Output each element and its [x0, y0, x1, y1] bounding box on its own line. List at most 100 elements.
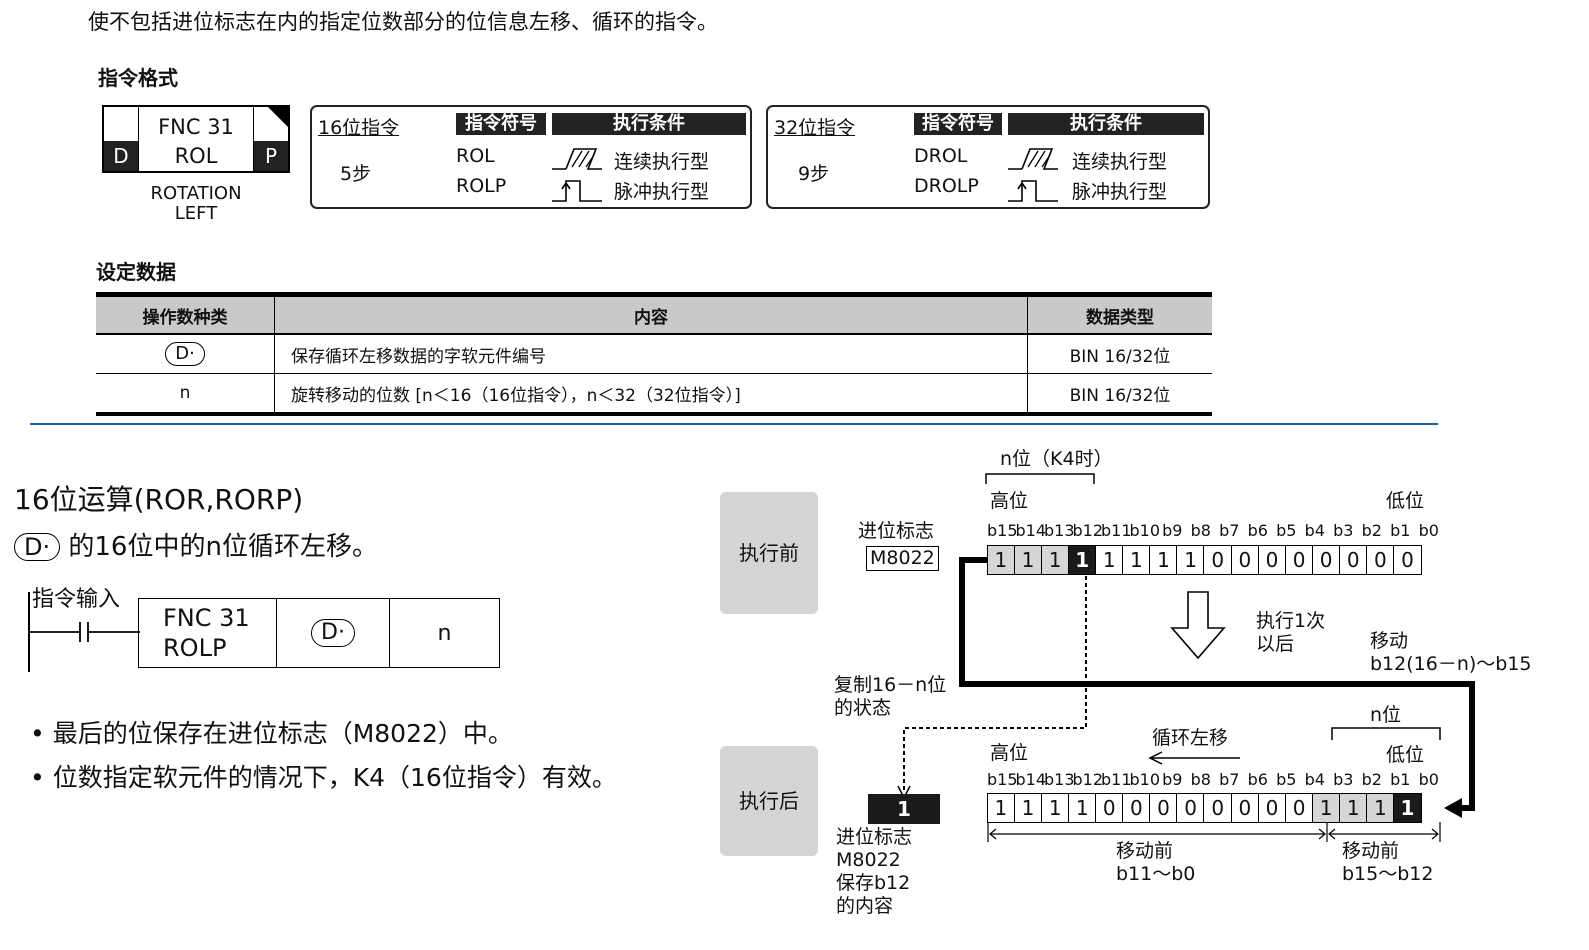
carry-note-line: 进位标志: [836, 826, 913, 848]
box32-steps: 9步: [798, 163, 830, 185]
before-move-a1: 移动前: [1116, 840, 1174, 862]
setting-data-table: 操作数种类 内容 数据类型 D· 保存循环左移数据的字软元件编号 BIN 16/…: [96, 292, 1212, 416]
bit-cell: 0: [1311, 545, 1341, 575]
box32-sym-header: 指令符号: [914, 113, 1002, 135]
continuous-exec-icon: [552, 148, 602, 170]
cell-type: BIN 16/32位: [1027, 334, 1212, 374]
setting-title: 设定数据: [96, 260, 176, 284]
cell-content: 保存循环左移数据的字软元件编号: [274, 334, 1028, 374]
box16-cond1: 连续执行型: [614, 151, 710, 173]
bullet-list: • 最后的位保存在进位标志（M8022）中。 • 位数指定软元件的情况下，K4（…: [30, 712, 617, 800]
bit-cell: 1: [1013, 793, 1043, 823]
ladder-code: FNC 31: [163, 604, 250, 632]
after-once-2: 以后: [1256, 633, 1295, 655]
operand-d-oval: D·: [311, 619, 355, 647]
bit-label: b1: [1390, 521, 1411, 540]
bit-label: b15: [987, 521, 1018, 540]
format-title: 指令格式: [98, 66, 178, 90]
bit-cell: 0: [1393, 545, 1422, 575]
bit-cell: 0: [1284, 545, 1314, 575]
n-bracket-top: [985, 473, 1095, 484]
cell-content: 旋转移动的位数 [n＜16（16位指令），n＜32（32位指令）]: [274, 373, 1028, 416]
bit-label: b5: [1276, 521, 1297, 540]
instruction-16bit-box: 16位指令 5步 指令符号 执行条件 ROL ROLP 连续执行型 脉冲执行型: [310, 105, 752, 209]
p-tag: P: [254, 141, 288, 171]
exec-condition-icons: [552, 148, 602, 202]
bit-label: b8: [1190, 521, 1211, 540]
bit-label: b0: [1418, 770, 1439, 789]
rotate-left-arrow-icon: [1148, 751, 1240, 765]
list-item: • 位数指定软元件的情况下，K4（16位指令）有效。: [30, 763, 617, 792]
box16-sym1: ROL: [456, 145, 495, 167]
box16-title: 16位指令: [318, 117, 400, 139]
caption-line1: ROTATION: [150, 183, 242, 204]
bit-label: b6: [1247, 521, 1268, 540]
copy-1: 复制16－n位: [834, 674, 947, 696]
box16-cond-header: 执行条件: [552, 113, 746, 135]
copy-2: 的状态: [834, 697, 892, 719]
th-type: 数据类型: [1027, 292, 1212, 335]
table-row: n 旋转移动的位数 [n＜16（16位指令），n＜32（32位指令）] BIN …: [96, 373, 1212, 416]
high-label-after: 高位: [990, 742, 1029, 764]
after-label-box: 执行后: [720, 746, 818, 856]
bit-label: b13: [1044, 770, 1075, 789]
bit-cell: 1: [1149, 545, 1178, 575]
low-label: 低位: [1386, 490, 1425, 512]
th-operand: 操作数种类: [96, 292, 275, 335]
bit-label: b9: [1162, 521, 1183, 540]
bit-cell: 0: [1095, 793, 1124, 823]
n-bits-label: n位: [1370, 704, 1402, 726]
box32-title: 32位指令: [774, 117, 856, 139]
bit-cell: 1: [1366, 793, 1395, 823]
carry-note-line: M8022: [836, 849, 901, 871]
bit-cell: 0: [1366, 545, 1395, 575]
bit-cell: 0: [1257, 545, 1287, 575]
table-header-row: 操作数种类 内容 数据类型: [96, 292, 1212, 335]
contact-icon: [28, 622, 140, 642]
before-move-b1: 移动前: [1342, 840, 1400, 862]
bit-label: b4: [1304, 521, 1325, 540]
bit-cell: 0: [1176, 793, 1205, 823]
ladder-op-cell: D·: [277, 599, 390, 667]
copy-label: 复制16－n位的状态: [834, 674, 946, 720]
bit-cell: 0: [1230, 545, 1260, 575]
bit-label: b8: [1190, 770, 1211, 789]
bit-cell: 1: [1393, 793, 1422, 823]
bit-cell: 0: [1122, 793, 1151, 823]
bit-cell: 0: [1257, 793, 1287, 823]
down-arrow-icon: [1170, 591, 1226, 660]
list-item: • 最后的位保存在进位标志（M8022）中。: [30, 719, 513, 748]
bit-cell: 1: [1311, 793, 1341, 823]
exec-condition-icons-32: [1008, 148, 1058, 202]
rotate-left-label: 循环左移: [1152, 727, 1229, 749]
bullet-text: 位数指定软元件的情况下，K4（16位指令）有效。: [52, 763, 617, 792]
bit-cell: 1: [1095, 545, 1124, 575]
bit-label: b14: [1015, 770, 1047, 789]
cell-op: D·: [96, 334, 275, 374]
low-label-after: 低位: [1386, 744, 1425, 766]
corner-triangle-icon: [268, 107, 288, 127]
bit-label: b6: [1247, 770, 1268, 789]
bit-cell: 1: [1067, 793, 1097, 823]
m8022-box: M8022: [866, 546, 939, 571]
bit-label: b7: [1219, 770, 1240, 789]
bit-label: b4: [1304, 770, 1325, 789]
op16-desc-line: D· 的16位中的n位循环左移。: [14, 526, 378, 563]
continuous-exec-icon: [1008, 148, 1058, 170]
operand-d-oval: D·: [14, 533, 61, 561]
op16-title: 16位运算(ROR,RORP): [14, 483, 304, 516]
table-row: D· 保存循环左移数据的字软元件编号 BIN 16/32位: [96, 334, 1212, 374]
carry-note-line: 的内容: [836, 895, 894, 917]
high-label: 高位: [990, 490, 1029, 512]
ladder-n: n: [437, 620, 452, 646]
bit-label: b0: [1418, 521, 1439, 540]
section-divider: [30, 423, 1438, 425]
bit-cell: 0: [1284, 793, 1314, 823]
d-tag: D: [104, 141, 138, 171]
bit-label: b1: [1390, 770, 1411, 789]
bit-cell: 1: [986, 545, 1016, 575]
bit-cell: 1: [1067, 545, 1097, 575]
